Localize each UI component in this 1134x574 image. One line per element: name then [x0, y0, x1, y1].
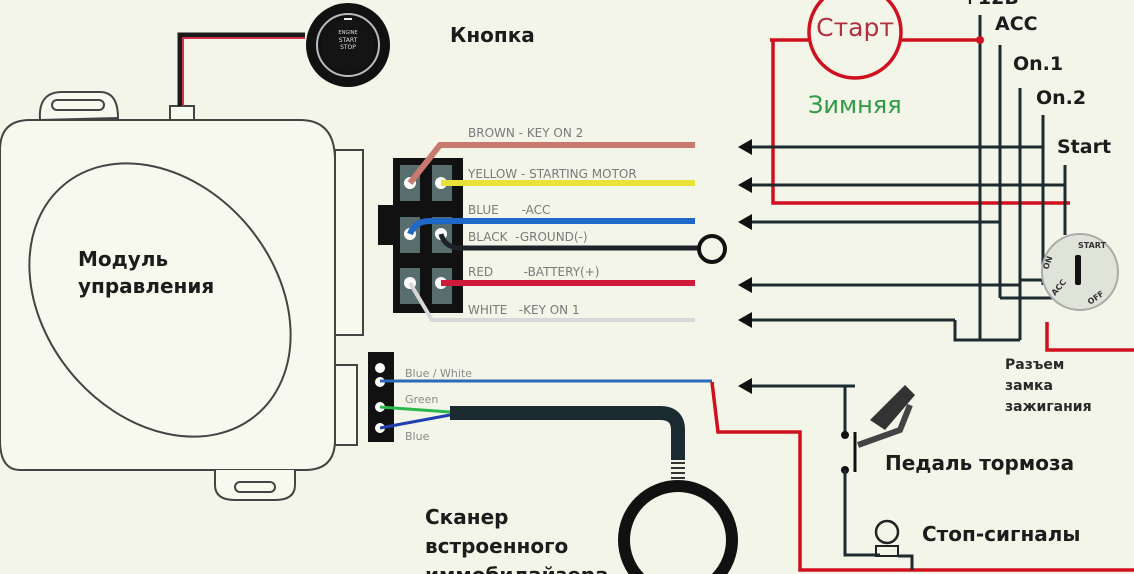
terminal-label: Start — [1057, 136, 1111, 158]
button-face-text: ENGINE — [338, 30, 357, 36]
terminal-label: On.2 — [1036, 87, 1086, 109]
wire-black — [438, 233, 698, 251]
wire-label: Blue / White — [405, 367, 472, 380]
scanner-label: Сканер — [425, 505, 508, 529]
switch-position: ON — [1041, 255, 1054, 271]
button-label: Кнопка — [450, 23, 535, 47]
terminal-label: ACC — [995, 13, 1038, 35]
wire-label: YELLOW - STARTING MOTOR — [467, 167, 637, 181]
immobilizer-scanner: Сканер встроенного иммобилайзера — [425, 406, 738, 574]
wire-blue — [407, 218, 695, 236]
start-mode-label: Старт — [816, 13, 894, 42]
terminal-label: On.1 — [1013, 53, 1063, 75]
brake-lights-label: Стоп-сигналы — [922, 522, 1081, 546]
brake-pedal-label: Педаль тормоза — [885, 451, 1074, 475]
button-face-text: STOP — [340, 44, 356, 51]
wire-white — [408, 281, 695, 322]
terminal-label: +12В — [962, 0, 1019, 9]
ignition-label: зажигания — [1005, 399, 1092, 415]
arrow-icon — [738, 139, 1065, 342]
winter-mode-label: Зимняя — [808, 91, 902, 119]
start-stop-button: ENGINE START STOP Кнопка — [177, 3, 535, 106]
wire-label: BROWN - KEY ON 2 — [468, 126, 583, 140]
aux-connector: Blue / White Green Blue — [368, 352, 712, 443]
scanner-label: иммобилайзера — [425, 563, 609, 574]
ignition-bus: +12В ACC On.1 On.2 Start — [738, 0, 1111, 342]
ground-ring-icon — [697, 234, 727, 264]
scanner-label: встроенного — [425, 534, 568, 558]
wire-label: Green — [405, 393, 438, 406]
module-label: управления — [78, 274, 214, 298]
brake-light-icon — [874, 519, 914, 570]
wire-brown — [407, 142, 695, 185]
brake-circuit: Педаль тормоза Стоп-сигналы — [738, 378, 1081, 570]
module-label: Модуль — [78, 247, 168, 271]
button-face-text: START — [339, 37, 358, 44]
wire-label: WHITE -KEY ON 1 — [468, 303, 580, 317]
ignition-switch-icon: START ON ACC OFF Разъем замка зажигания — [1005, 233, 1119, 415]
main-wires: BROWN - KEY ON 2 YELLOW - STARTING MOTOR… — [407, 126, 727, 322]
wire-label: BLACK -GROUND(-) — [468, 230, 588, 244]
ignition-label: Разъем — [1005, 357, 1064, 373]
wire-label: BLUE -ACC — [468, 203, 550, 217]
ignition-label: замка — [1005, 378, 1053, 394]
wire-label: RED -BATTERY(+) — [468, 265, 599, 279]
control-module: Модуль управления — [0, 91, 364, 501]
brake-pedal-icon — [856, 385, 915, 448]
arrow-icon — [738, 378, 752, 394]
switch-position: START — [1078, 241, 1107, 250]
wire-label: Blue — [405, 430, 430, 443]
